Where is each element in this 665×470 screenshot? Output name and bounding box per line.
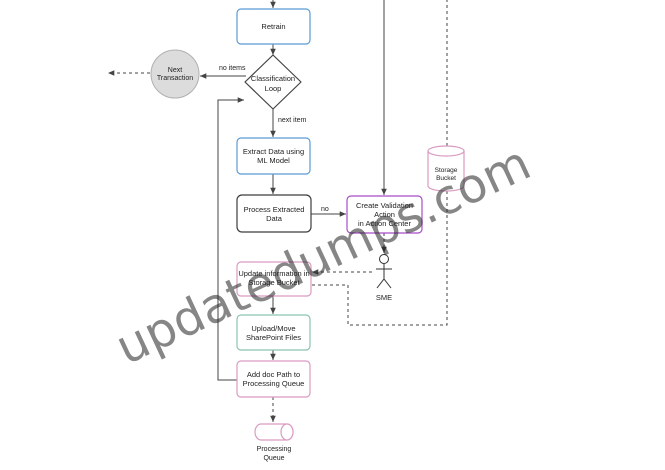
node-update-information[interactable]: Update information in Storage Bucket (236, 261, 312, 297)
label-next-item: next item (278, 117, 307, 124)
node-next-transaction-line-0: Next (168, 67, 182, 74)
node-storage-bucket-db-line-1: Bucket (436, 175, 456, 182)
node-classification-loop-line-0: Classification (251, 74, 295, 83)
node-extract-data-line-1: ML Model (257, 156, 290, 165)
node-extract-data-line-0: Extract Data using (243, 147, 304, 156)
node-storage-bucket-db[interactable]: Storage Bucket (427, 145, 465, 192)
node-update-information-line-0: Update information in (238, 269, 309, 278)
node-retrain-line-0: Retrain (261, 22, 285, 31)
label-no-items: no items (219, 65, 246, 72)
sme-leg-right (383, 278, 392, 289)
node-update-information-line-1: Storage Bucket (248, 278, 300, 287)
node-next-transaction[interactable]: Next Transaction (150, 49, 200, 99)
node-next-transaction-line-1: Transaction (157, 75, 193, 82)
node-add-doc-path[interactable]: Add doc Path to Processing Queue (236, 360, 311, 398)
node-sme-actor[interactable] (376, 254, 392, 289)
node-sme-label: SME (376, 293, 392, 302)
node-storage-bucket-db-line-0: Storage (435, 167, 458, 174)
node-retrain[interactable]: Retrain (236, 8, 311, 45)
node-processing-queue[interactable] (254, 423, 294, 441)
node-upload-move-line-1: SharePoint Files (246, 333, 301, 342)
sme-head (379, 254, 389, 264)
node-create-validation-line-0: Create Validation (356, 201, 413, 210)
edges (108, 0, 448, 422)
node-upload-move-line-0: Upload/Move (251, 324, 295, 333)
node-process-extracted[interactable]: Process Extracted Data (236, 194, 312, 233)
watermark: updatedumps.com (107, 135, 539, 376)
node-create-validation-line-1: Action (374, 210, 395, 219)
node-create-validation-line-2: in Action Center (358, 219, 411, 228)
node-processing-queue-line-1: Queue (263, 455, 284, 462)
node-process-extracted-line-0: Process Extracted (244, 205, 305, 214)
node-processing-queue-line-0: Processing (257, 446, 292, 453)
node-upload-move[interactable]: Upload/Move SharePoint Files (236, 314, 311, 351)
sme-leg-left (376, 278, 385, 289)
node-extract-data[interactable]: Extract Data using ML Model (236, 137, 311, 175)
edge-update-to-bucket-path (312, 0, 448, 326)
node-process-extracted-line-1: Data (266, 214, 283, 223)
node-classification-loop[interactable]: Classification Loop (244, 54, 302, 110)
node-create-validation[interactable]: Create Validation Action in Action Cente… (346, 195, 423, 234)
node-add-doc-path-line-0: Add doc Path to (247, 370, 300, 379)
node-classification-loop-line-1: Loop (265, 84, 282, 93)
node-add-doc-path-line-1: Processing Queue (243, 379, 305, 388)
edge-adddoc-loop-back (217, 97, 244, 381)
edge-labels: no items next item no (219, 65, 329, 213)
label-no: no (321, 206, 329, 213)
